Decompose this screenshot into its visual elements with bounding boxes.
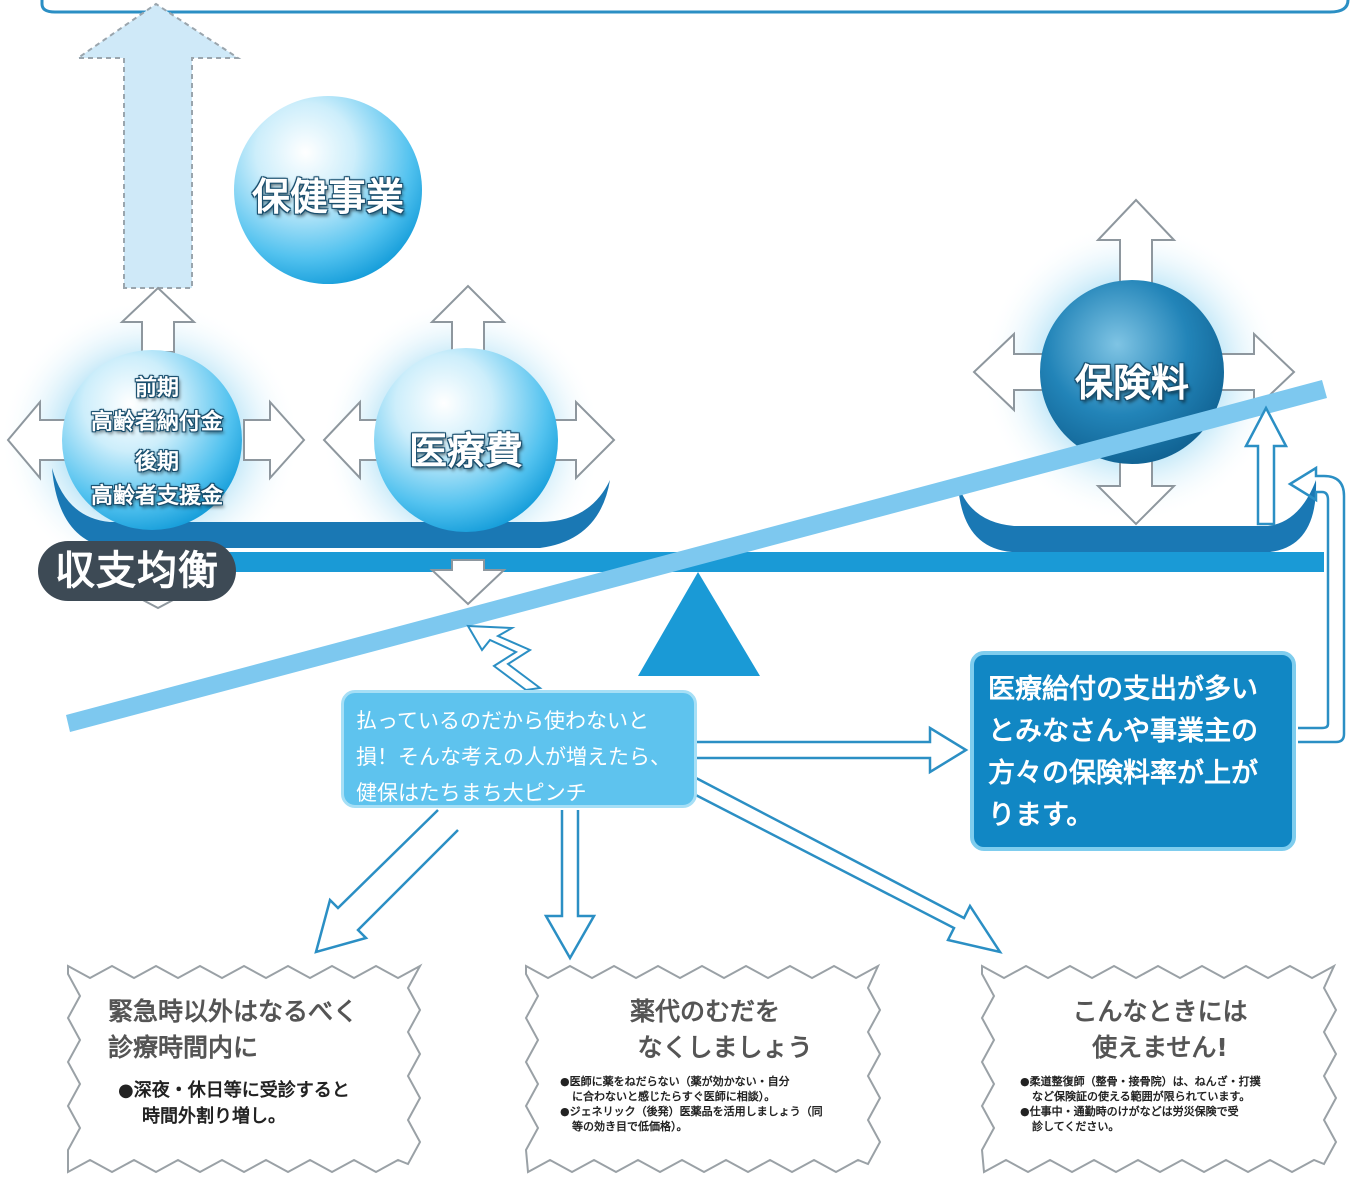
note-2-item-1: ●医師に薬をねだらない（薬が効かない・自分 [560, 1075, 790, 1088]
dashed-up-arrow [74, 2, 242, 289]
note-2-title-2: なくしましょう [637, 1033, 813, 1062]
note-1-item-1: ●深夜・休日等に受診すると [118, 1080, 350, 1101]
note-3-item-2: など保険証の使える範囲が限られています。 [1032, 1090, 1251, 1103]
speech-line-3: 健保はたちまち大ピンチ [356, 781, 587, 805]
lightning-arrow [466, 624, 543, 692]
balance-badge: 収支均衡 [38, 541, 236, 601]
note-emergency: 緊急時以外はなるべく 診療時間内に ●深夜・休日等に受診すると 時間外割り増し。 [108, 994, 408, 1130]
ball-label-zenki-2: 高齢者納付金 [90, 410, 223, 435]
speech-box: 払っているのだから使わないと 損！そんな考えの人が増えたら、 健保はたちまち大ピ… [341, 690, 697, 808]
balance-beam [150, 552, 1324, 572]
result-line-3: 方々の保険料率が上が [988, 758, 1258, 789]
arrow-to-note-1 [314, 809, 459, 954]
diagonal-line [66, 380, 1327, 732]
note-3-item-3: ●仕事中・通勤時のけがなどは労災保険で受 [1020, 1105, 1239, 1118]
ball-label-koki-1: 後期 [134, 450, 179, 475]
ball-label-hoken-jigyo: 保健事業 [251, 175, 404, 219]
arrow-to-result [696, 725, 969, 775]
speech-line-1: 払っているのだから使わないと [356, 709, 649, 733]
note-1-item-2: 時間外割り増し。 [142, 1106, 286, 1127]
result-box: 医療給付の支出が多い とみなさんや事業主の 方々の保険料率が上が ります。 [970, 651, 1296, 851]
arrow-to-note-2 [543, 810, 597, 961]
note-zigzag-frame-3 [980, 963, 1338, 1174]
up-arrow-right [1243, 405, 1289, 526]
note-3-title-2: 使えません! [1092, 1033, 1228, 1062]
note-1-title-1: 緊急時以外はなるべく [108, 997, 359, 1026]
note-2-item-2: に合わないと感じたらすぐ医師に相談）。 [572, 1090, 776, 1103]
note-2-item-4: 等の効き目で低価格）。 [572, 1120, 688, 1133]
arrow-to-note-3 [685, 776, 1003, 954]
note-zigzag-frame-1 [66, 963, 423, 1174]
note-borders [66, 963, 1338, 1174]
ball-label-koki-2: 高齢者支援金 [90, 484, 223, 509]
speech-line-2: 損！そんな考えの人が増えたら、 [356, 745, 671, 769]
loop-arrow [1287, 465, 1346, 744]
result-line-4: ります。 [988, 800, 1094, 831]
ball-iryohi [374, 348, 558, 532]
ball-zenki-koki [62, 350, 242, 530]
top-frame [40, 0, 1350, 14]
note-medicine: 薬代のむだを なくしましょう ●医師に薬をねだらない（薬が効かない・自分 に合わ… [560, 994, 860, 1134]
middle-ball-arrows [322, 284, 616, 606]
note-2-item-3: ●ジェネリック（後発）医薬品を活用しましょう（同 [560, 1105, 823, 1118]
note-zigzag-frame-2 [524, 963, 882, 1174]
note-3-title-1: こんなときには [1072, 997, 1248, 1026]
ball-hokenryo [1040, 280, 1224, 464]
note-3-item-1: ●柔道整復師（整骨・接骨院）は、ねんざ・打撲 [1020, 1075, 1261, 1088]
note-not-covered: こんなときには 使えません! ●柔道整復師（整骨・接骨院）は、ねんざ・打撲 など… [1020, 994, 1310, 1134]
right-pan [958, 480, 1317, 552]
note-1-title-2: 診療時間内に [108, 1033, 259, 1062]
ball-label-hokenryo: 保険料 [1074, 361, 1189, 405]
fulcrum [638, 572, 760, 676]
ball-label-zenki-1: 前期 [134, 376, 179, 401]
ball-hoken-jigyo [234, 96, 422, 284]
result-line-2: とみなさんや事業主の [988, 716, 1258, 747]
note-2-title-1: 薬代のむだを [629, 997, 780, 1026]
ball-label-iryohi: 医療費 [408, 429, 523, 473]
note-3-item-4: 診してください。 [1032, 1120, 1120, 1133]
result-line-1: 医療給付の支出が多い [988, 674, 1258, 705]
